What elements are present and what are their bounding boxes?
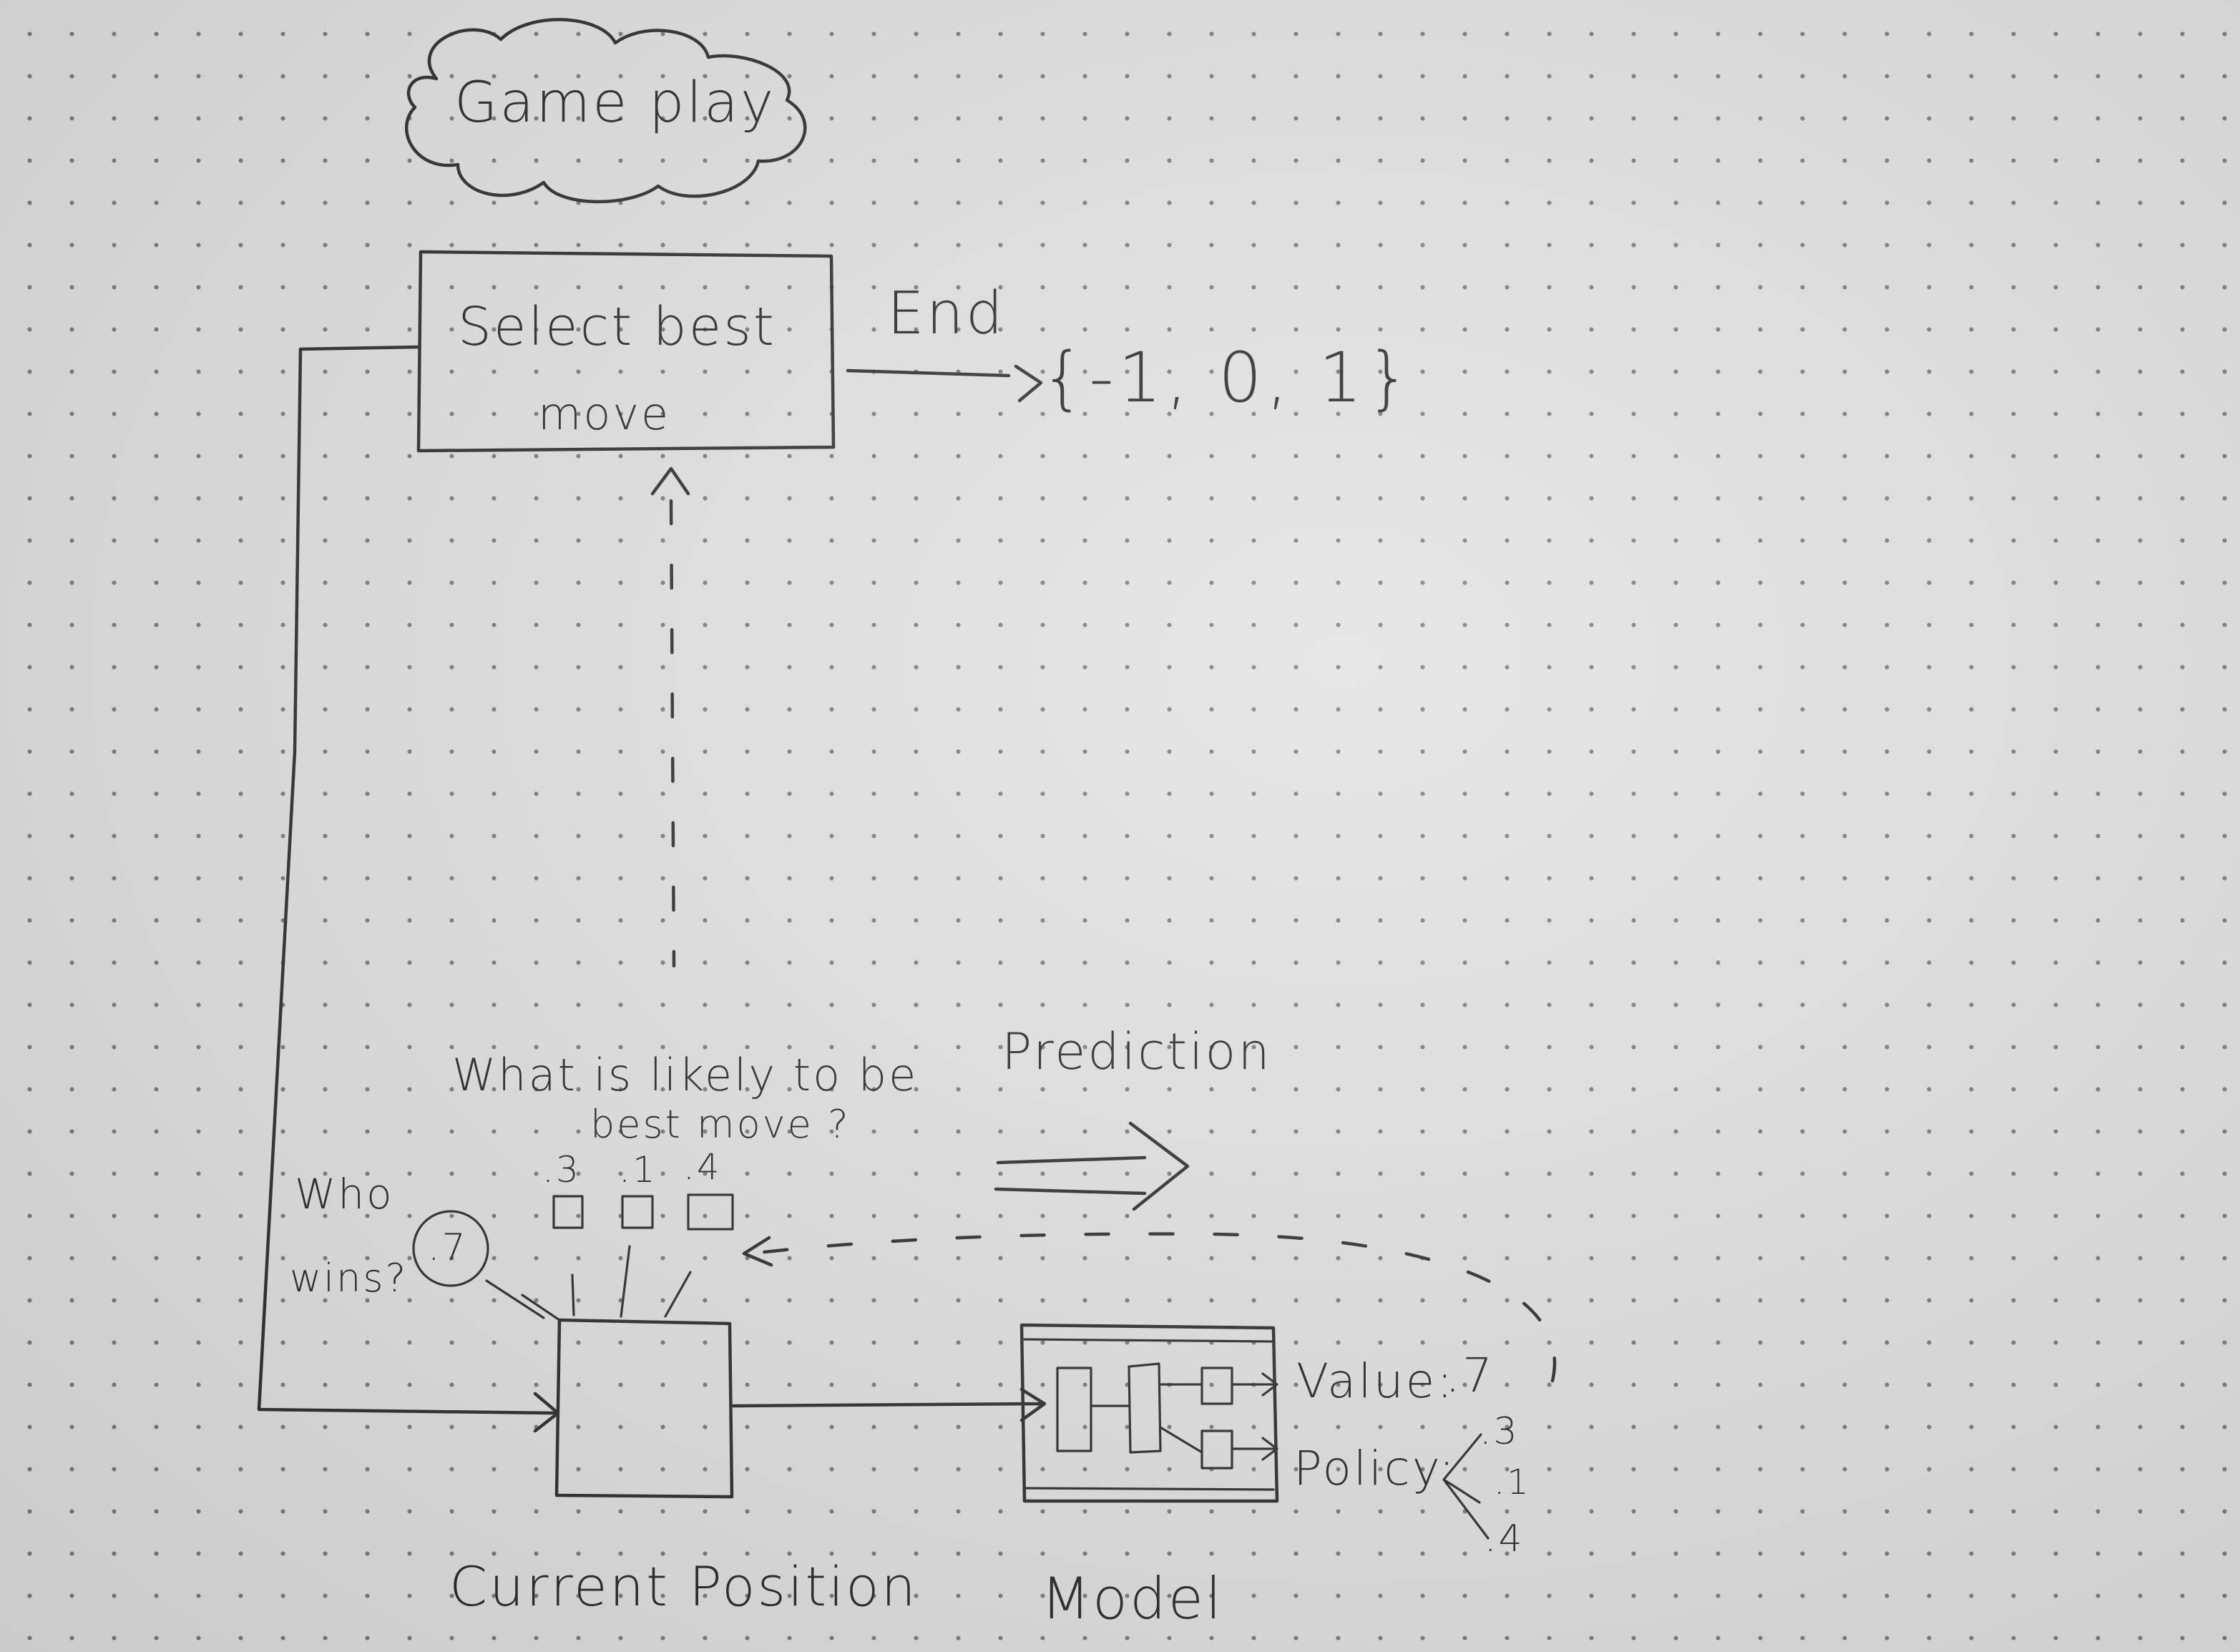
title-cloud <box>405 18 807 204</box>
outcome-set: {-1, 0, 1} <box>1041 338 1415 418</box>
prediction-label: Prediction <box>1002 1022 1272 1081</box>
move-prob-3: .4 <box>683 1146 722 1188</box>
end-label: End <box>887 280 1005 348</box>
policy-value-2: .1 <box>1494 1462 1531 1502</box>
value-circle <box>412 1210 489 1287</box>
who-wins-line2: wins? <box>290 1256 409 1301</box>
policy-value-3: .4 <box>1485 1517 1525 1560</box>
move-prob-2: .1 <box>619 1149 657 1191</box>
model-box <box>1019 1323 1279 1503</box>
model-layers <box>1056 1362 1278 1470</box>
move-square-3 <box>687 1193 734 1231</box>
policy-brace <box>1442 1433 1490 1540</box>
board-to-model-arrow <box>731 1387 1047 1422</box>
current-position-board <box>554 1318 734 1499</box>
select-box-label-line1: Select best <box>458 296 776 358</box>
value-circle-label: .7 <box>428 1226 468 1269</box>
best-move-question-line2: best move ? <box>590 1102 851 1147</box>
value-number: .7 <box>1445 1348 1495 1403</box>
model-inner-lines <box>1023 1338 1275 1491</box>
dashed-feedback-arrowhead <box>742 1236 773 1267</box>
end-arrow <box>846 364 1043 403</box>
model-label: Model <box>1041 1565 1224 1632</box>
prediction-arrow <box>994 1121 1190 1211</box>
best-move-question-line1: What is likely to be <box>452 1049 919 1101</box>
diagram-title: Game play <box>454 71 776 135</box>
select-best-move-box <box>416 250 836 453</box>
move-prob-1: .3 <box>542 1149 581 1191</box>
dashed-feedback-curve <box>749 1232 1557 1383</box>
policy-label: Policy: <box>1293 1441 1457 1496</box>
select-box-label-line2: move <box>538 388 671 440</box>
board-to-squares-lines <box>521 1245 692 1321</box>
dashed-up-arrowhead <box>650 466 690 496</box>
dashed-up-arrow <box>669 499 676 968</box>
who-wins-line1: Who <box>295 1170 394 1218</box>
move-square-1 <box>552 1195 584 1229</box>
current-position-label: Current Position <box>449 1555 918 1618</box>
policy-value-1: .3 <box>1480 1410 1520 1453</box>
value-label: Value: <box>1296 1354 1455 1409</box>
move-square-2 <box>621 1195 654 1229</box>
circle-pointer <box>485 1279 545 1319</box>
